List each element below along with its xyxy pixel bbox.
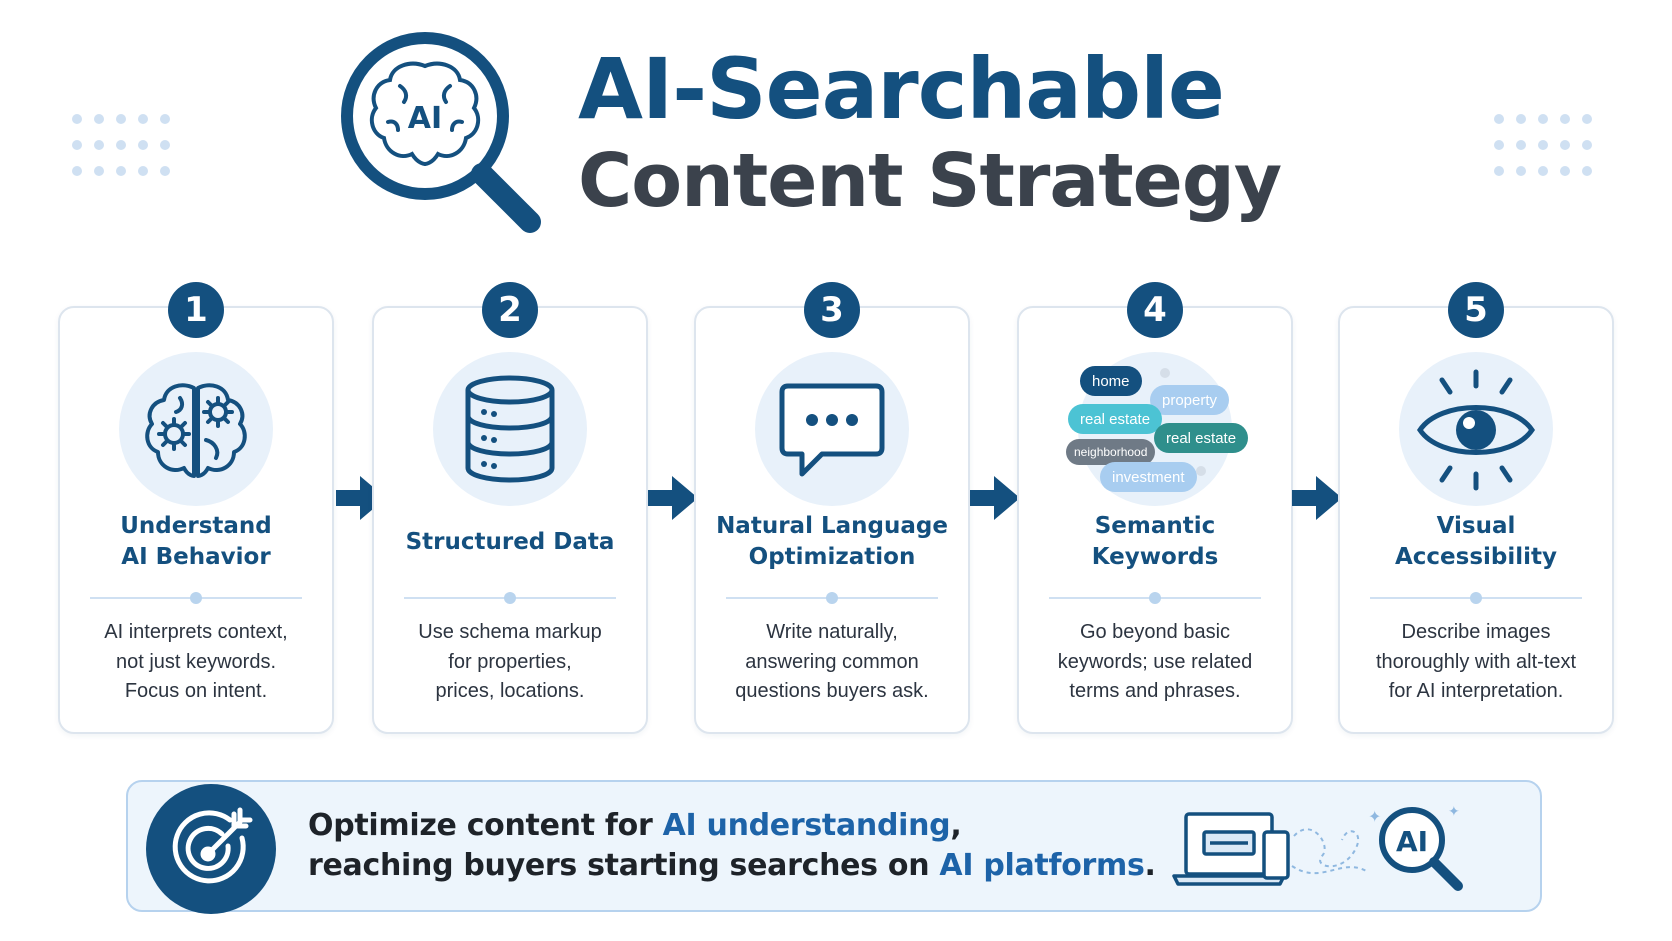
brain-gears-icon	[145, 383, 247, 478]
banner-message: Optimize content for AI understanding, r…	[308, 806, 1156, 886]
step-divider	[726, 592, 938, 604]
step-description: Use schema markup for properties, prices…	[418, 621, 602, 702]
step-number-badge: 1	[168, 282, 224, 338]
step-number-badge: 3	[804, 282, 860, 338]
banner-line2: reaching buyers starting searches on AI …	[308, 848, 1156, 883]
flow-arrow-icon	[336, 476, 386, 520]
keyword-tag: investment	[1100, 462, 1197, 492]
ai-magnifier-brain-icon: AI	[341, 32, 541, 233]
step-divider	[1049, 592, 1261, 604]
step-description: Go beyond basic keywords; use related te…	[1057, 621, 1253, 702]
devices-ai-search-illustration: ✦ ✦ AI	[1172, 804, 1463, 891]
step-title: Structured Data	[405, 528, 615, 555]
flow-arrow-icon	[970, 476, 1020, 520]
keyword-tag: neighborhood	[1066, 439, 1156, 465]
step-title: Understand AI Behavior	[120, 513, 272, 570]
logo-ai-text: AI	[408, 101, 442, 136]
step-number-badge: 4	[1127, 282, 1183, 338]
chat-bubble-icon	[779, 383, 885, 477]
keyword-tag: property	[1150, 385, 1230, 415]
target-icon	[172, 807, 253, 884]
step-divider	[404, 592, 616, 604]
keyword-tag: home	[1080, 366, 1142, 396]
step-title: Semantic Keywords	[1091, 513, 1219, 570]
banner-line1: Optimize content for AI understanding,	[308, 808, 962, 843]
step-description: Describe images thoroughly with alt-text…	[1375, 621, 1577, 702]
step-description: Write naturally, answering common questi…	[735, 621, 929, 702]
keyword-dot	[1160, 368, 1170, 378]
page-title-line1: AI-Searchable	[578, 40, 1225, 138]
step-divider	[1370, 592, 1582, 604]
banner-ai-text: AI	[1396, 825, 1428, 858]
keyword-tag: real estate	[1154, 423, 1249, 453]
step-title: Visual Accessibility	[1394, 513, 1558, 570]
flow-arrow-icon	[1292, 476, 1342, 520]
svg-text:✦: ✦	[1448, 804, 1460, 820]
step-number-badge: 2	[482, 282, 538, 338]
summary-banner	[126, 780, 1542, 912]
step-title: Natural Language Optimization	[716, 513, 948, 570]
keyword-dot	[1196, 466, 1206, 476]
flow-arrow-icon	[648, 476, 698, 520]
step-description: AI interprets context, not just keywords…	[104, 621, 288, 702]
step-divider	[90, 592, 302, 604]
page-title-line2: Content Strategy	[578, 138, 1282, 224]
step-number-badge: 5	[1448, 282, 1504, 338]
database-icon	[465, 375, 555, 483]
keyword-tag: real estate	[1068, 404, 1163, 434]
eye-icon	[1416, 369, 1536, 491]
decorative-dot-grid-right	[1494, 114, 1592, 176]
decorative-dot-grid-left	[72, 114, 170, 176]
svg-text:✦: ✦	[1368, 807, 1381, 826]
